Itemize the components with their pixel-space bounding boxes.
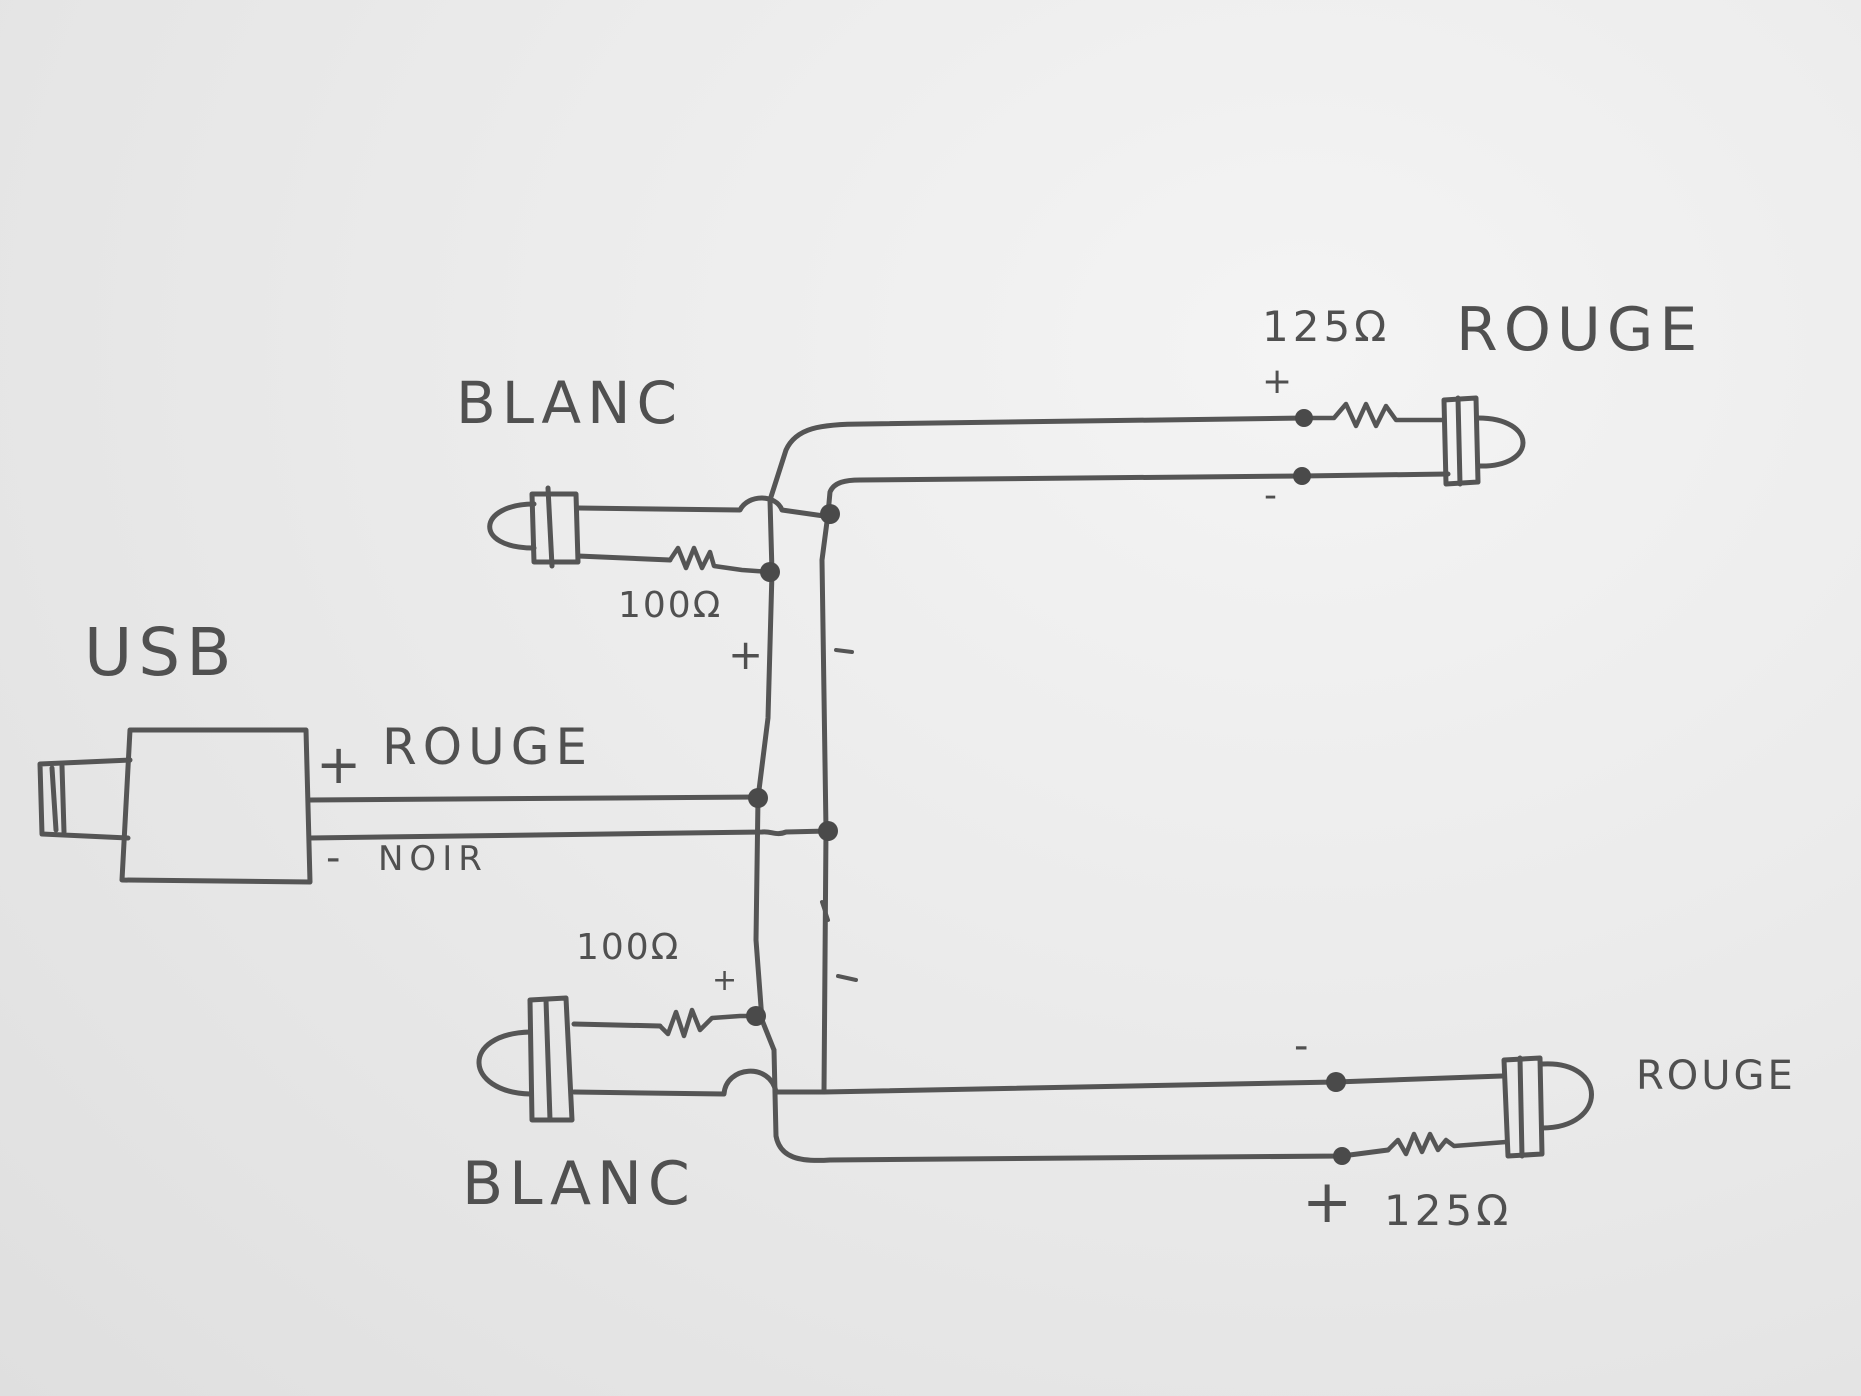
junction-usb-minus [818,821,838,841]
led-red-top-bar [1455,395,1463,487]
led-white-top-bar [545,485,555,569]
resistor-white-top-value: 100Ω [618,585,723,626]
led-red-top-label: ROUGE [1456,295,1704,365]
led-red-top-plus-sign: + [1262,361,1299,402]
resistor-red-bottom-value: 125Ω [1384,1186,1513,1235]
led-white-bottom-flange [527,995,575,1123]
usb-label: USB [84,614,238,691]
led-white-top-flange [529,491,581,565]
led-red-top [1441,395,1526,487]
led-white-top-lead-plus [575,553,673,563]
red-top-negative-wire [825,471,1451,517]
red-bottom-negative-wire [821,1073,1505,1095]
led-red-bottom-dome [1539,1061,1594,1131]
led-white-top-dome [487,501,537,551]
bus-minus-mark-upper [834,648,854,654]
led-white-top-lead-minus [575,495,827,519]
led-red-bottom-minus-sign: - [1294,1023,1315,1069]
usb-plug-tip [37,757,133,841]
junction-white-top-minus [820,504,840,524]
usb-positive-wire-label: ROUGE [382,718,594,776]
led-white-bottom-label: BLANC [462,1149,696,1219]
junction-red-top-minus [1293,467,1311,485]
junction-usb-plus [748,788,768,808]
usb-plug-tip-inner [49,763,67,835]
resistor-white-bottom-value: 100Ω [576,927,681,968]
led-white-bottom-lead-plus [571,1021,663,1029]
resistor-red-top [1301,401,1447,429]
junction-red-bottom-plus [1333,1147,1351,1165]
led-red-bottom-flange [1501,1055,1545,1159]
red-bottom-positive-wire [771,1047,1391,1163]
resistor-red-top-value: 125Ω [1262,302,1391,351]
led-white-bottom-bar [543,997,553,1123]
led-red-bottom-bar [1517,1055,1525,1159]
negative-bus [819,511,831,1095]
red-top-positive-wire [767,415,1307,503]
led-red-bottom-label: ROUGE [1636,1053,1796,1099]
usb-connector [37,727,313,885]
junction-red-bottom-minus [1326,1072,1346,1092]
resistor-white-top [667,545,773,575]
bus-minus-mark-middle [820,900,830,922]
led-white-bottom-plus-sign: + [712,963,744,998]
junction-white-bottom-plus [746,1006,766,1026]
led-red-top-minus-sign: - [1264,475,1283,516]
resistor-white-bottom [657,1007,759,1039]
bus-minus-mark-lower [836,974,858,982]
usb-positive-wire [307,794,761,803]
led-white-bottom-lead-minus [571,1068,827,1097]
led-white-bottom-dome [476,1029,533,1097]
usb-negative-wire-label: NOIR [378,839,488,879]
led-white-top-plus-sign: + [728,630,770,679]
led-red-bottom-plus-sign: + [1302,1167,1359,1237]
usb-negative-wire [307,828,831,841]
led-red-bottom [1501,1055,1594,1159]
resistor-red-bottom [1385,1131,1509,1157]
junction-red-top-plus [1295,409,1313,427]
led-red-top-dome [1475,415,1526,469]
junction-white-top-plus [760,562,780,582]
positive-bus [753,497,777,1053]
led-red-top-flange [1441,395,1481,487]
led-white-bottom [476,995,575,1123]
led-white-top-label: BLANC [456,369,683,437]
usb-plus-sign: + [316,733,368,796]
usb-minus-sign: - [326,835,347,881]
usb-plug-body [119,727,313,885]
led-white-top [487,485,581,569]
